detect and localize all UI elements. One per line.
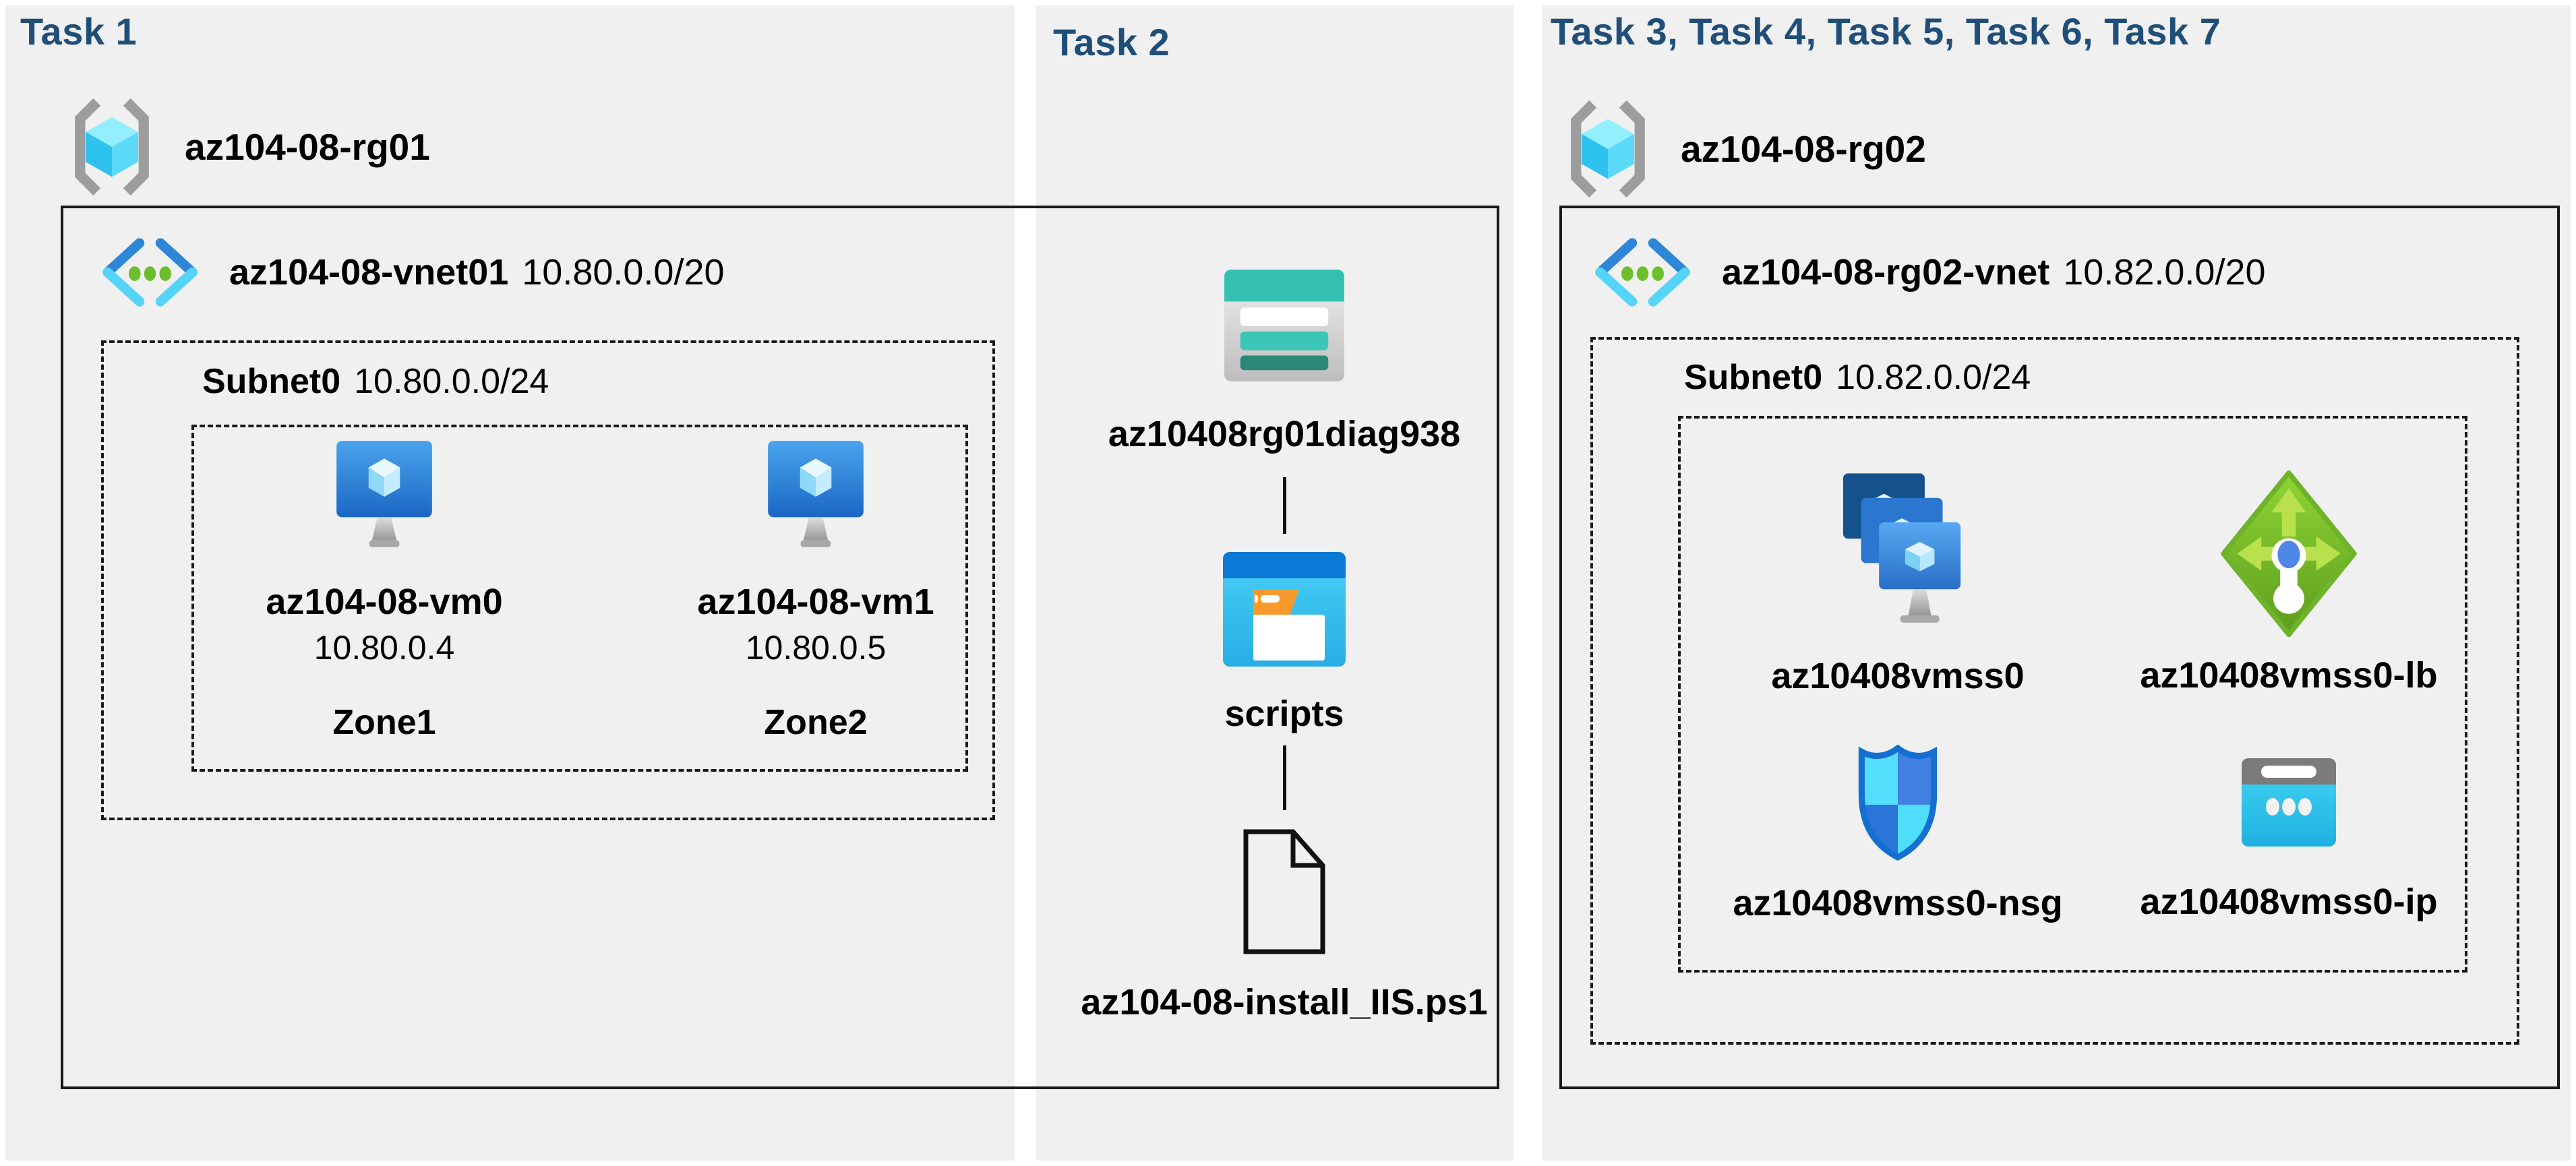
task2-title: Task 2: [1053, 21, 1170, 63]
load-balancer-name: az10408vmss0-lb: [2140, 655, 2438, 696]
vm-name: az104-08-vm0: [266, 582, 503, 622]
vm-zone: Zone1: [332, 703, 436, 742]
storage-account-name: az10408rg01diag938: [1108, 414, 1461, 454]
public-ip-icon: [2241, 758, 2337, 847]
task1-title: Task 1: [20, 10, 138, 53]
resource-group-icon: [1561, 98, 1655, 200]
task1-vm-zone-box: [191, 425, 968, 772]
vm-name: az104-08-vm1: [697, 582, 934, 622]
vnet-label: az104-08-vnet01 10.80.0.0/20: [229, 251, 725, 293]
task1-vnet-box: [61, 206, 1499, 1089]
nsg-shield-icon: [1857, 745, 1939, 861]
vm-item: az104-08-vm1 10.80.0.5 Zone2: [681, 439, 951, 743]
resource-group-row: az104-08-rg01: [65, 96, 430, 197]
task1-subnet-box: [101, 340, 995, 820]
blob-container-item: scripts: [1048, 551, 1520, 735]
resource-group-name: az104-08-rg02: [1681, 128, 1926, 170]
script-file-name: az104-08-install_IIS.ps1: [1081, 982, 1488, 1022]
nsg-item: az10408vmss0-nsg: [1709, 745, 2087, 924]
connector-line: [1283, 745, 1286, 810]
script-file-item: az104-08-install_IIS.ps1: [1048, 828, 1520, 1023]
virtual-network-icon: [1590, 237, 1695, 307]
blob-container-icon: [1222, 551, 1346, 667]
task3-resources-box: [1678, 416, 2467, 973]
storage-account-icon: [1224, 269, 1345, 382]
vmss-icon: [1832, 472, 1964, 623]
vmss-name: az10408vmss0: [1771, 656, 2025, 696]
subnet-name: Subnet0: [202, 362, 341, 401]
subnet-cidr: 10.80.0.0/24: [354, 362, 549, 401]
load-balancer-icon: [2218, 468, 2360, 638]
vm-ip: 10.80.0.4: [313, 629, 455, 667]
vnet-cidr: 10.80.0.0/20: [522, 252, 725, 293]
resource-group-name: az104-08-rg01: [185, 126, 430, 168]
subnet-name: Subnet0: [1684, 358, 1823, 397]
public-ip-name: az10408vmss0-ip: [2140, 882, 2438, 922]
vnet-label: az104-08-rg02-vnet 10.82.0.0/20: [1722, 251, 2266, 293]
public-ip-item: az10408vmss0-ip: [2100, 758, 2478, 923]
storage-account-item: az10408rg01diag938: [1048, 269, 1520, 455]
vnet-name: az104-08-rg02-vnet: [1722, 252, 2050, 293]
task3-panel: [1542, 5, 2571, 1161]
vmss-item: az10408vmss0: [1709, 472, 2087, 697]
subnet-label: Subnet0 10.80.0.0/24: [202, 361, 549, 402]
vnet-cidr: 10.82.0.0/20: [2063, 252, 2266, 293]
subnet-label: Subnet0 10.82.0.0/24: [1684, 357, 2031, 398]
load-balancer-item: az10408vmss0-lb: [2100, 468, 2478, 696]
vm-ip: 10.80.0.5: [745, 629, 887, 667]
task3-subnet-box: [1590, 337, 2519, 1045]
vnet-row: az104-08-rg02-vnet 10.82.0.0/20: [1590, 237, 2266, 307]
virtual-machine-icon: [335, 439, 433, 547]
virtual-network-icon: [98, 237, 202, 307]
vnet-row: az104-08-vnet01 10.80.0.0/20: [98, 237, 725, 307]
task1-panel: [5, 5, 1015, 1161]
nsg-name: az10408vmss0-nsg: [1733, 883, 2063, 923]
vm-item: az104-08-vm0 10.80.0.4 Zone1: [249, 439, 519, 743]
virtual-machine-icon: [767, 439, 865, 547]
resource-group-row: az104-08-rg02: [1561, 98, 1926, 200]
task3-vnet-box: [1559, 206, 2560, 1089]
blob-container-name: scripts: [1224, 694, 1344, 734]
task3-title: Task 3, Task 4, Task 5, Task 6, Task 7: [1551, 10, 2221, 53]
vm-zone: Zone2: [764, 703, 868, 742]
subnet-cidr: 10.82.0.0/24: [1836, 358, 2031, 397]
connector-line: [1283, 477, 1286, 534]
vnet-name: az104-08-vnet01: [229, 252, 509, 293]
resource-group-icon: [65, 96, 159, 197]
file-icon: [1242, 828, 1327, 954]
